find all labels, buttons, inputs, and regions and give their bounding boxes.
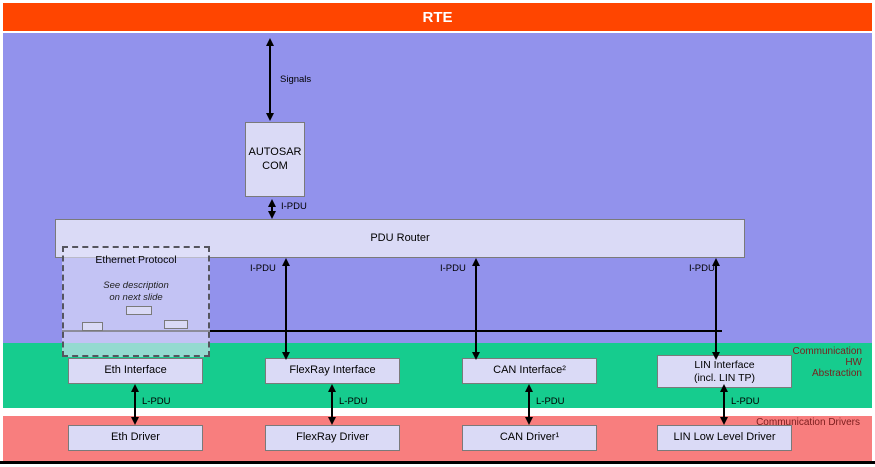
- ipdu-label: I-PDU: [689, 263, 715, 274]
- lin-low-level-driver-box: LIN Low Level Driver: [657, 425, 792, 451]
- can-interface-to-driver-arrow: [524, 384, 533, 425]
- lpdu-label: L-PDU: [536, 396, 565, 407]
- eth-driver-box: Eth Driver: [68, 425, 203, 451]
- lin-interface-to-driver-arrow: [719, 384, 728, 425]
- hw-abstraction-section-label: Communication HW Abstraction: [792, 346, 862, 379]
- can-interface-box: CAN Interface²: [462, 358, 597, 384]
- lpdu-label: L-PDU: [142, 396, 171, 407]
- ethernet-protocol-group: Ethernet Protocol See description on nex…: [62, 246, 210, 357]
- pdu-router-to-lin-arrow: [711, 258, 720, 360]
- eth-interface-label: Eth Interface: [104, 364, 167, 377]
- eth-interface-to-driver-arrow: [130, 384, 139, 425]
- ipdu-label: I-PDU: [281, 201, 307, 212]
- ethernet-protocol-mini-block: [82, 322, 103, 331]
- flexray-interface-label: FlexRay Interface: [289, 364, 376, 377]
- pdu-router-label: PDU Router: [370, 231, 430, 244]
- ipdu-label: I-PDU: [250, 263, 276, 274]
- autosar-com-label: AUTOSAR COM: [248, 146, 302, 172]
- bottom-border-line: [0, 461, 875, 464]
- rte-header: RTE: [3, 3, 872, 31]
- lin-interface-box: LIN Interface (incl. LIN TP): [657, 355, 792, 388]
- flexray-interface-to-driver-arrow: [327, 384, 336, 425]
- signals-arrow: [265, 38, 274, 121]
- pdu-router-to-can-arrow: [471, 258, 480, 360]
- can-interface-label: CAN Interface²: [493, 364, 566, 377]
- eth-driver-label: Eth Driver: [111, 431, 160, 444]
- flexray-driver-box: FlexRay Driver: [265, 425, 400, 451]
- signals-label: Signals: [280, 74, 312, 85]
- can-driver-box: CAN Driver¹: [462, 425, 597, 451]
- lin-interface-label: LIN Interface (incl. LIN TP): [693, 358, 756, 384]
- com-to-pdu-router-arrow: [267, 199, 276, 219]
- ethernet-protocol-title: Ethernet Protocol: [95, 254, 177, 266]
- ethernet-protocol-mini-block: [126, 306, 152, 315]
- rte-title: RTE: [422, 8, 453, 26]
- drivers-section-label: Communication Drivers: [756, 417, 860, 428]
- eth-interface-box: Eth Interface: [68, 358, 203, 384]
- autosar-com-box: AUTOSAR COM: [245, 122, 305, 197]
- pdu-router-to-eth-arrow: [281, 258, 290, 360]
- flexray-driver-label: FlexRay Driver: [296, 431, 369, 444]
- lin-low-level-driver-label: LIN Low Level Driver: [673, 431, 776, 444]
- lpdu-label: L-PDU: [339, 396, 368, 407]
- flexray-interface-box: FlexRay Interface: [265, 358, 400, 384]
- ethernet-protocol-mini-block: [164, 320, 188, 329]
- ipdu-label: I-PDU: [440, 263, 466, 274]
- can-driver-label: CAN Driver¹: [499, 431, 560, 444]
- lpdu-label: L-PDU: [731, 396, 760, 407]
- horizontal-connector-line: [62, 330, 722, 332]
- ethernet-protocol-note: See description on next slide: [103, 280, 169, 304]
